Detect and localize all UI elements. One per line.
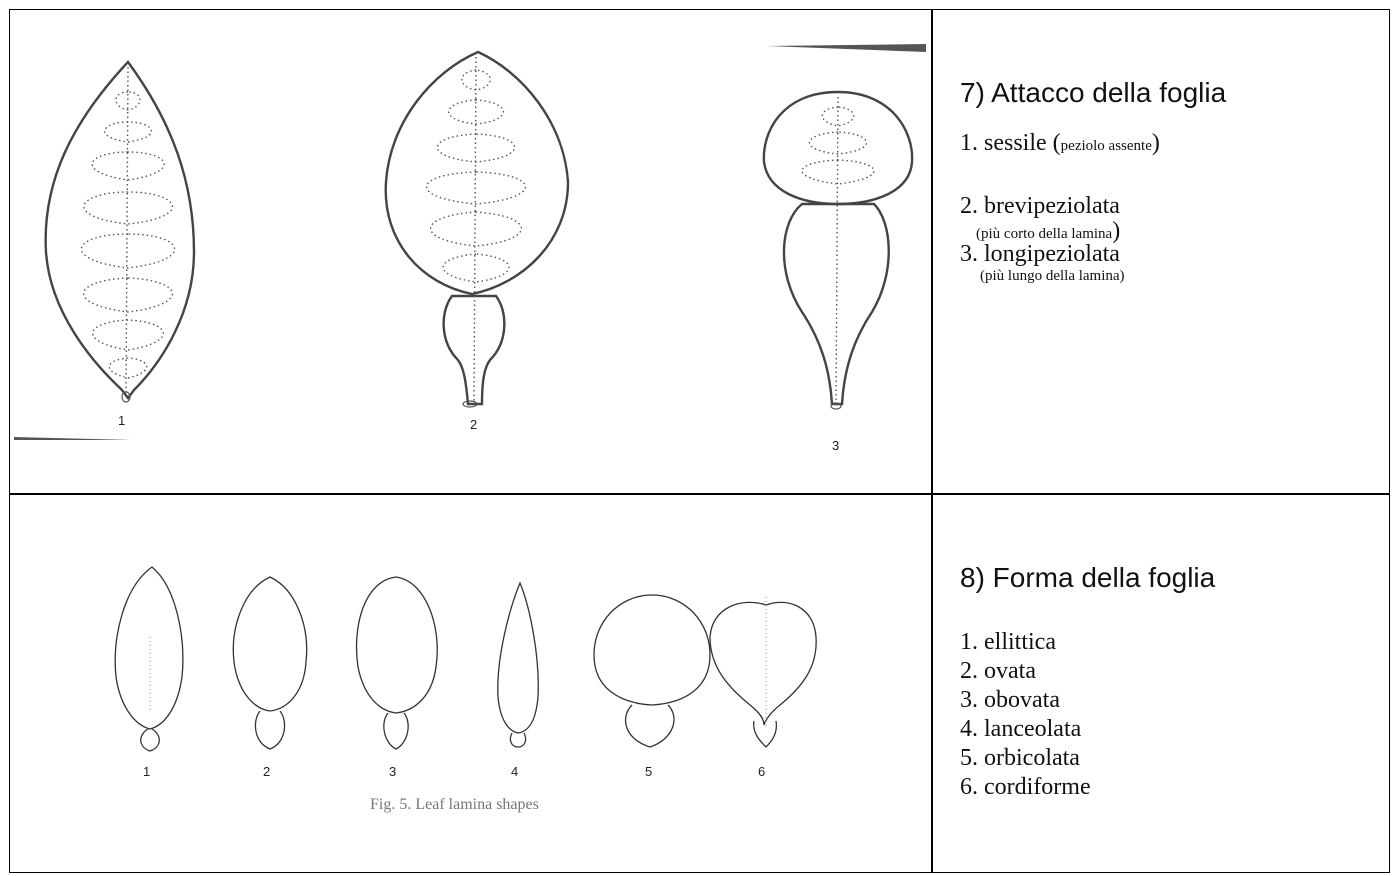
shape-ovata xyxy=(233,577,306,749)
list-item: 6. cordiforme xyxy=(960,773,1091,802)
figure-number: 2 xyxy=(263,764,270,779)
shape-obovata xyxy=(357,577,438,749)
figure-number: 5 xyxy=(645,764,652,779)
list-item-note: (più lungo della lamina) xyxy=(980,268,1160,285)
leaf-shapes-figure: 1 2 3 4 5 6 Fig. 5. Leaf lamina shapes xyxy=(12,497,928,871)
list-item: 5. orbicolata xyxy=(960,744,1091,773)
shape-orbicolata xyxy=(594,595,710,747)
shape-ellittica xyxy=(115,567,183,751)
scan-edge-artifact-left xyxy=(14,437,132,440)
figure-number: 3 xyxy=(389,764,396,779)
figure-caption: Fig. 5. Leaf lamina shapes xyxy=(370,796,539,813)
figure-number: 1 xyxy=(143,764,150,779)
section-title: 8) Forma della foglia xyxy=(960,562,1215,594)
row-divider xyxy=(9,493,1390,495)
leaf-longipeziolata xyxy=(764,92,912,409)
list-item: 1. ellittica xyxy=(960,628,1091,657)
figure-number: 3 xyxy=(832,438,839,453)
list-item: 1. sessile (peziolo assente) xyxy=(960,130,1160,157)
leaf-attachment-figure: 1 2 3 xyxy=(12,12,928,490)
list-item: 2. brevipeziolata xyxy=(960,193,1160,220)
shape-cordiforme xyxy=(710,597,816,747)
figure-number: 2 xyxy=(470,417,477,432)
scan-edge-artifact-right xyxy=(767,44,926,52)
list-item: 3. longipeziolata xyxy=(960,241,1160,268)
attachment-list: 1. sessile (peziolo assente) 2. brevipez… xyxy=(960,130,1160,285)
list-item: 4. lanceolata xyxy=(960,715,1091,744)
figure-number: 6 xyxy=(758,764,765,779)
list-item: 3. obovata xyxy=(960,686,1091,715)
shape-list: 1. ellittica 2. ovata 3. obovata 4. lanc… xyxy=(960,628,1091,802)
leaf-brevipeziolata xyxy=(386,52,568,407)
figure-number: 4 xyxy=(511,764,518,779)
column-divider xyxy=(931,9,933,873)
list-item: 2. ovata xyxy=(960,657,1091,686)
leaf-sessile xyxy=(46,62,194,402)
figure-number: 1 xyxy=(118,413,125,428)
shape-lanceolata xyxy=(498,583,538,747)
section-title: 7) Attacco della foglia xyxy=(960,77,1226,109)
